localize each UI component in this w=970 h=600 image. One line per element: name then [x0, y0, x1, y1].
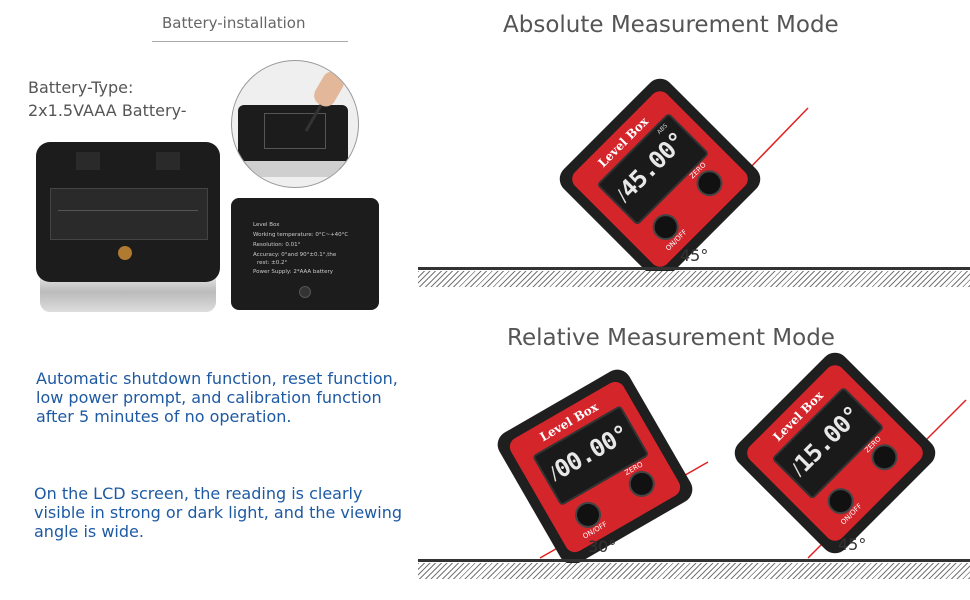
- battery-type-label: Battery-Type:: [28, 78, 134, 97]
- absolute-ground-line: [418, 267, 970, 270]
- absolute-angle-label: 45°: [680, 246, 709, 265]
- battery-compartment-image: [36, 142, 220, 314]
- relative-angle-label-left: 30°: [588, 537, 617, 556]
- relative-ground-line: [418, 559, 970, 562]
- battery-type-value: 2x1.5VAAA Battery-: [28, 101, 187, 120]
- cover-line-3: Resolution: 0.01°: [253, 242, 301, 248]
- cover-line-4: Accuracy: 0°and 90°±0.1°,the: [253, 252, 337, 258]
- shutdown-text-line-3: after 5 minutes of no operation.: [36, 407, 292, 426]
- cover-line-6: Power Supply: 2*AAA battery: [253, 269, 333, 275]
- relative-ground-hatch: [418, 563, 970, 579]
- title-underline: [152, 41, 348, 42]
- lcd-text-line-1: On the LCD screen, the reading is clearl…: [34, 484, 363, 503]
- shutdown-feature-text: Automatic shutdown function, reset funct…: [36, 369, 398, 426]
- battery-install-inset-image: [231, 60, 359, 188]
- relative-angle-label-right: 45°: [838, 535, 867, 554]
- absolute-ground-hatch: [418, 271, 970, 287]
- battery-installation-title: Battery-installation: [162, 14, 306, 32]
- absolute-mode-title: Absolute Measurement Mode: [503, 12, 839, 38]
- cover-line-5: rest: ±0.2°: [257, 260, 288, 266]
- shutdown-text-line-2: low power prompt, and calibration functi…: [36, 388, 382, 407]
- lcd-feature-text: On the LCD screen, the reading is clearl…: [34, 484, 402, 541]
- shutdown-text-line-1: Automatic shutdown function, reset funct…: [36, 369, 398, 388]
- battery-type-text: Battery-Type: 2x1.5VAAA Battery-: [28, 76, 187, 122]
- cover-line-1: Level Box: [253, 222, 280, 228]
- cover-line-2: Working temperature: 0°C~+40°C: [253, 232, 349, 238]
- relative-mode-title: Relative Measurement Mode: [507, 325, 835, 351]
- battery-back-cover: Level Box Working temperature: 0°C~+40°C…: [231, 198, 379, 310]
- lcd-text-line-2: visible in strong or dark light, and the…: [34, 503, 402, 522]
- lcd-text-line-3: angle is wide.: [34, 522, 144, 541]
